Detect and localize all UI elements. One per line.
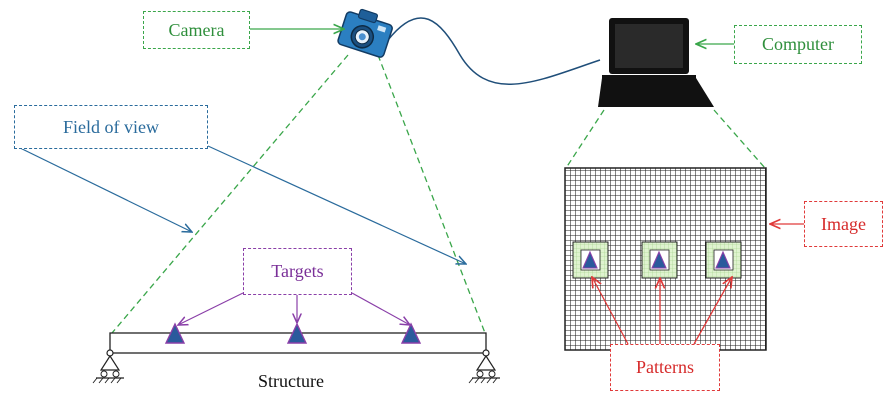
image-projection-lines [565,109,766,169]
triangle-target-icon [400,322,422,344]
pattern-box [641,241,678,279]
pin-support-icon [92,349,124,384]
field-of-view-label: Field of view [14,105,208,149]
targets-arrows [178,292,410,325]
image-label: Image [804,201,883,247]
triangle-target-icon [286,322,308,344]
patterns-label: Patterns [610,344,720,391]
camera-icon [337,8,393,58]
targets-label: Targets [243,248,352,295]
structure-label: Structure [258,371,324,391]
computer-label: Computer [734,25,862,64]
camera-label: Camera [143,11,250,49]
field-of-view-lines [111,54,486,334]
laptop-icon [598,18,714,107]
pattern-box [572,241,609,279]
pin-support-icon [468,349,500,384]
patterns-arrows [592,277,732,345]
field-of-view-arrows [13,144,466,264]
pattern-box [705,241,742,279]
triangle-target-icon [164,322,186,344]
camera-cable [387,17,601,86]
